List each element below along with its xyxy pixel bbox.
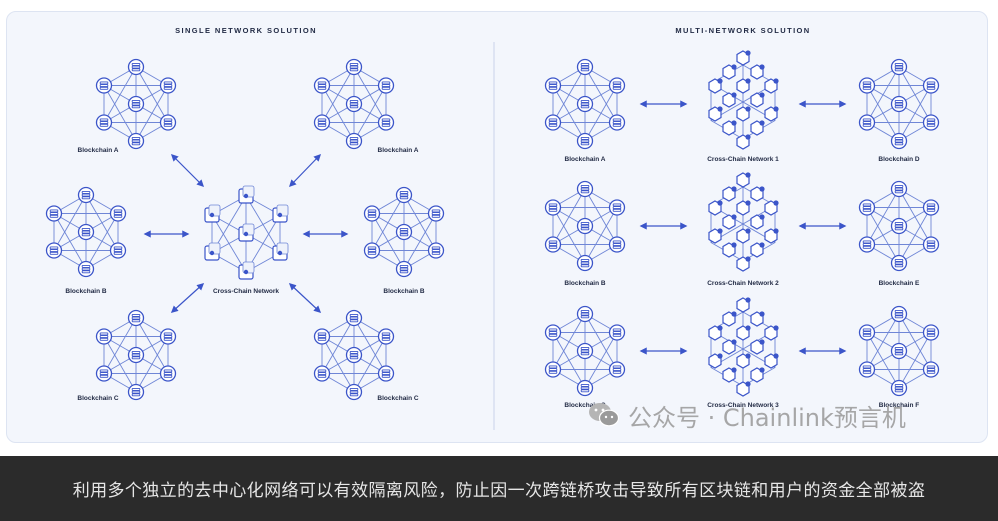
- connection-arrows-multi: [639, 100, 847, 355]
- label-multi-row1-left: Blockchain A: [565, 156, 606, 163]
- multi-row-3: [546, 297, 939, 396]
- label-blockchain-a-left: Blockchain A: [78, 147, 119, 154]
- caption-bar: 利用多个独立的去中心化网络可以有效隔离风险，防止因一次跨链桥攻击导致所有区块链和…: [0, 456, 998, 521]
- label-multi-row2-left: Blockchain B: [564, 280, 605, 287]
- blockchain-b-right: [365, 188, 444, 277]
- label-blockchain-b-left: Blockchain B: [65, 288, 106, 295]
- blockchain-a-left: [97, 60, 176, 149]
- label-multi-row1-right: Blockchain D: [878, 156, 919, 163]
- blockchain-b-left: [47, 188, 126, 277]
- wechat-icon: [589, 403, 620, 427]
- multi-network-title: MULTI-NETWORK SOLUTION: [675, 26, 810, 35]
- label-blockchain-c-left: Blockchain C: [77, 395, 118, 402]
- label-multi-row3-right: Blockchain F: [879, 402, 919, 409]
- blockchain-c-right: [315, 311, 394, 400]
- label-blockchain-c-right: Blockchain C: [377, 395, 418, 402]
- cross-chain-network-single: [204, 185, 289, 280]
- caption-text: 利用多个独立的去中心化网络可以有效隔离风险，防止因一次跨链桥攻击导致所有区块链和…: [72, 481, 926, 501]
- connection-arrows-single: [143, 153, 349, 313]
- single-network-title: SINGLE NETWORK SOLUTION: [175, 26, 317, 35]
- multi-row-1: [546, 50, 939, 149]
- label-blockchain-b-right: Blockchain B: [383, 288, 424, 295]
- watermark: 公众号 · Chainlink预言机: [588, 396, 906, 434]
- blockchain-c-left: [97, 311, 176, 400]
- diagram-canvas: SINGLE NETWORK SOLUTION B: [0, 26, 998, 430]
- label-cross-chain-network: Cross-Chain Network: [213, 288, 279, 295]
- label-blockchain-a-right: Blockchain A: [378, 147, 419, 154]
- label-multi-row2-right: Blockchain E: [879, 280, 920, 287]
- label-multi-row2-middle: Cross-Chain Network 2: [707, 280, 779, 287]
- multi-row-2: [546, 172, 939, 271]
- label-multi-row3-middle: Cross-Chain Network 3: [707, 402, 779, 409]
- label-multi-row3-left: Blockchain C: [564, 402, 605, 409]
- watermark-text: 公众号 · Chainlink预言机: [628, 403, 906, 432]
- blockchain-a-right: [315, 60, 394, 149]
- label-multi-row1-middle: Cross-Chain Network 1: [707, 156, 779, 163]
